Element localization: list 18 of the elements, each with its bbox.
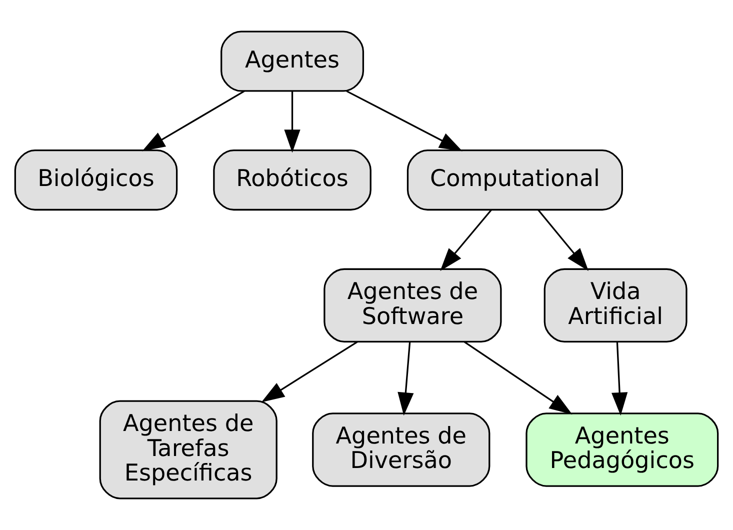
arrow xyxy=(538,209,589,271)
node-box: Agentes de Diversão xyxy=(312,412,490,487)
arrow xyxy=(142,90,245,152)
arrow xyxy=(261,341,358,402)
node-box: Agentes xyxy=(220,30,364,92)
node-box: Robóticos xyxy=(213,150,372,211)
arrow xyxy=(464,341,572,415)
arrow xyxy=(440,209,492,271)
node-box: Computational xyxy=(406,150,623,211)
arrow xyxy=(346,90,462,152)
arrow xyxy=(398,342,414,416)
node-box: Agentes de Software xyxy=(324,268,502,343)
node-box: Agentes Pedagógicos xyxy=(526,412,719,487)
node-box: Biológicos xyxy=(14,150,178,211)
node-box: Agentes de Tarefas Específicas xyxy=(99,400,278,500)
arrow xyxy=(284,91,300,153)
node-box: Vida Artificial xyxy=(544,268,688,343)
arrow xyxy=(611,342,628,416)
